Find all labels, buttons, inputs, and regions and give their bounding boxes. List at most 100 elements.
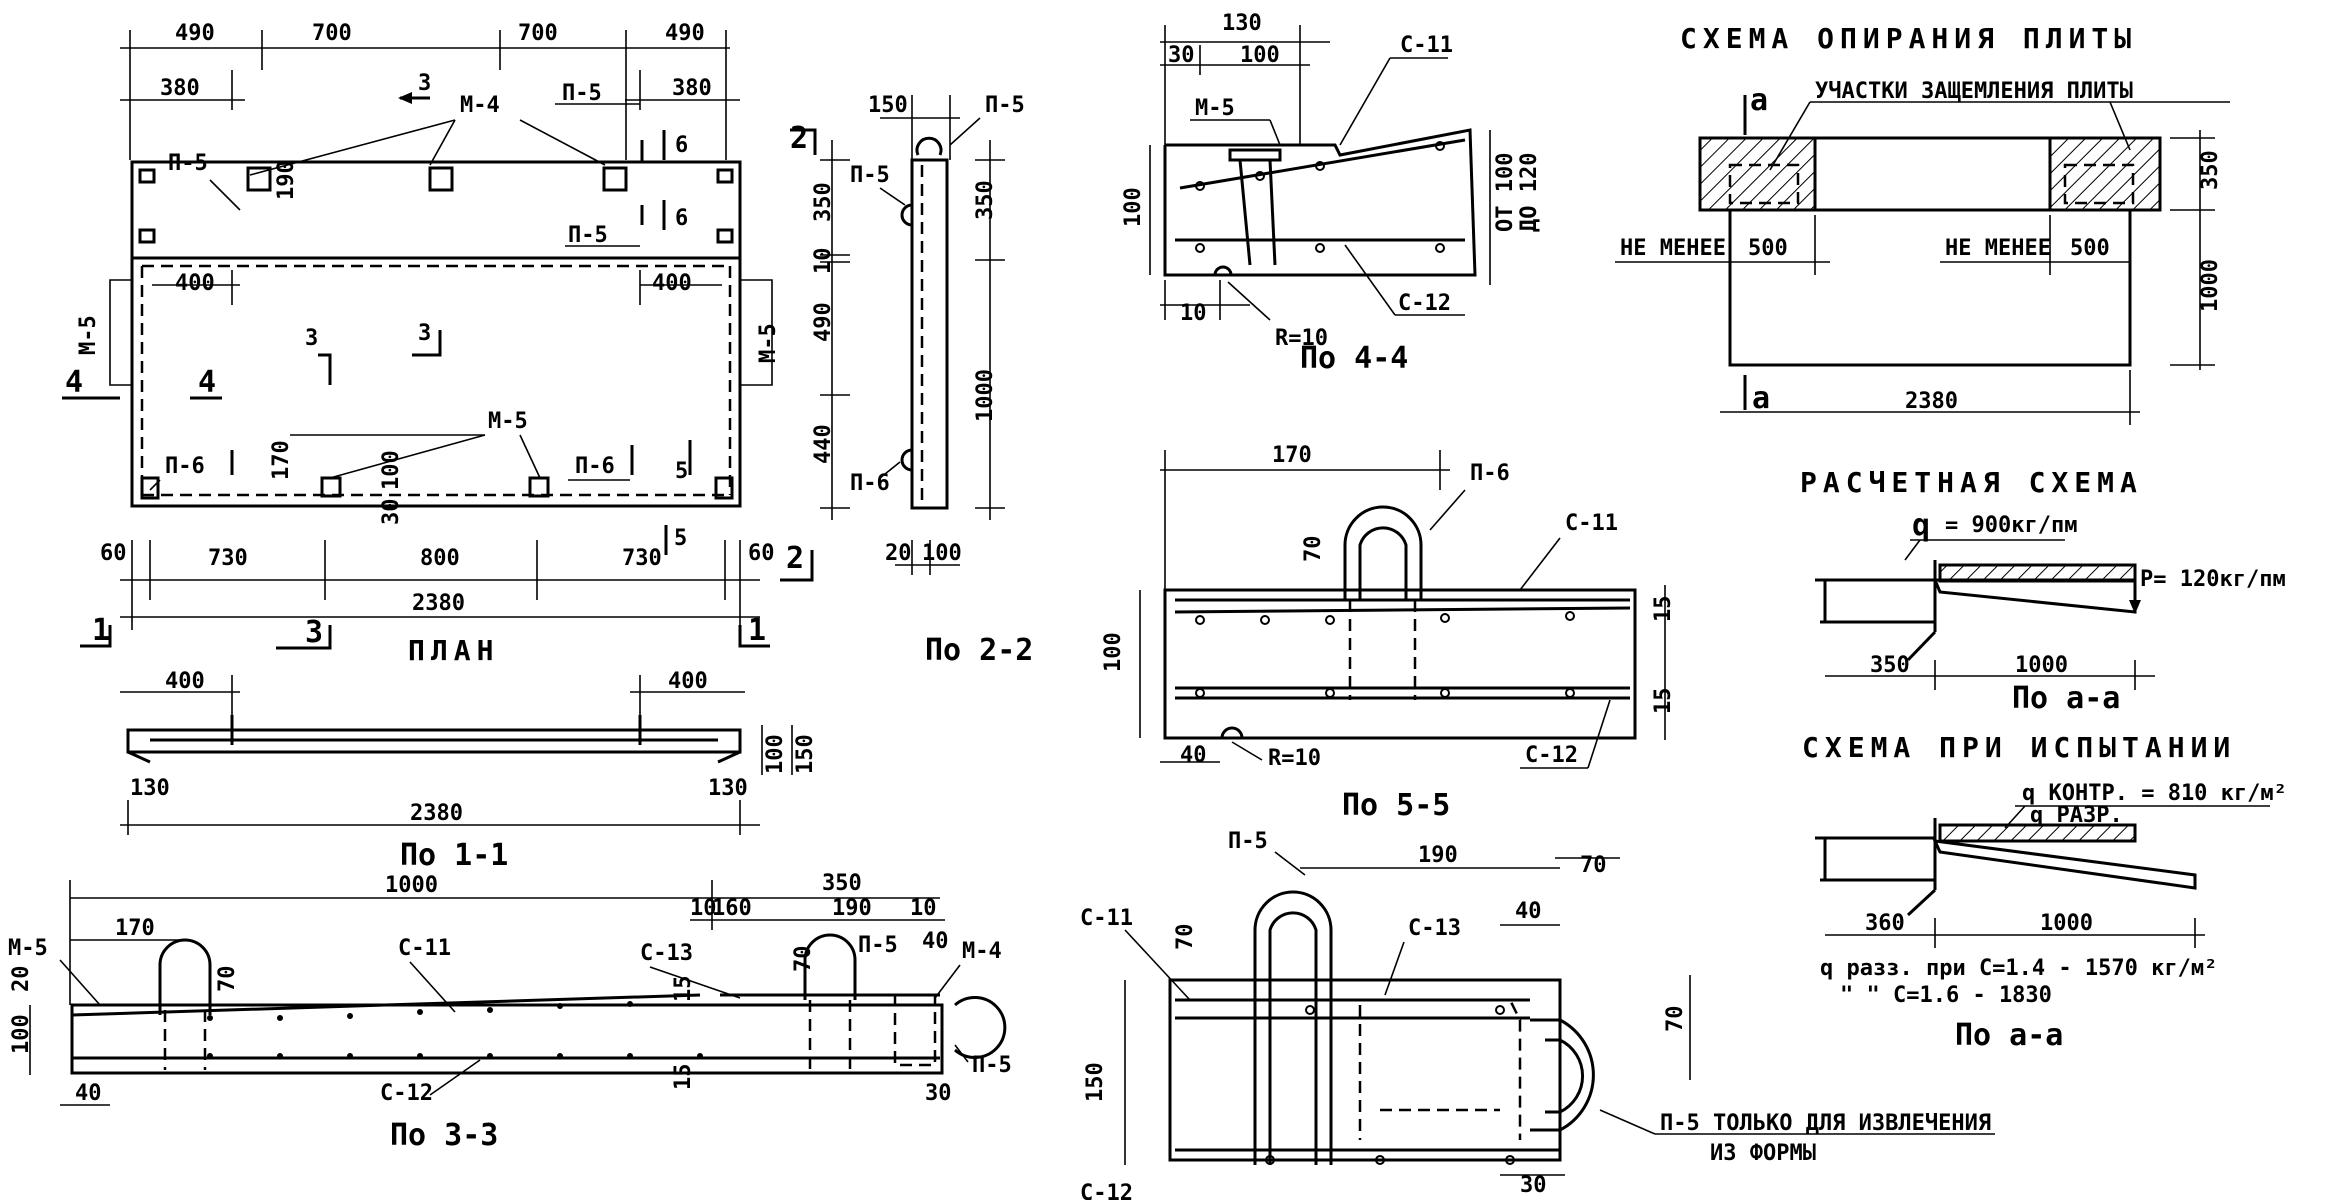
plan-dim-bottom-4: 730	[622, 546, 662, 571]
sec11-dim-130-right: 130	[708, 776, 748, 801]
sec44-m5: М-5	[1195, 96, 1235, 121]
support-dim-350: 350	[2198, 150, 2223, 190]
sec33-dim-170: 170	[115, 916, 155, 941]
plan-sec3-top: 3	[418, 71, 431, 96]
test-dim-1000: 1000	[2040, 911, 2093, 936]
sec33-dim-350: 350	[822, 871, 862, 896]
plan-sec4-a: 4	[65, 365, 83, 400]
plan-dim-top-2: 700	[312, 21, 352, 46]
sec66-note-2: ИЗ ФОРМЫ	[1710, 1141, 1816, 1166]
sec22-title: По 2-2	[925, 633, 1033, 668]
sec11-dim-100: 100	[763, 734, 788, 774]
sec33-title: По 3-3	[390, 1118, 498, 1153]
sec66-dim-40: 40	[1515, 899, 1542, 924]
sec11-title: По 1-1	[400, 838, 508, 873]
sec33-dim-70-a: 70	[215, 966, 240, 993]
support-dim-1000: 1000	[2198, 259, 2223, 312]
sec44-dim-130: 130	[1222, 11, 1262, 36]
sec33-dim-40-b: 40	[75, 1081, 102, 1106]
plan-dim-top-1: 490	[175, 21, 215, 46]
sec44-c11: С-11	[1400, 33, 1453, 58]
sec33-m5: М-5	[8, 936, 48, 961]
plan-dim-bottom-1: 60	[100, 541, 127, 566]
plan-sec3-bottom: 3	[305, 615, 323, 650]
sec22-dim-350-right: 350	[973, 180, 998, 220]
plan-dim-top-4: 490	[665, 21, 705, 46]
sec33-p5-top: П-5	[858, 933, 898, 958]
sec55-dim-170: 170	[1272, 443, 1312, 468]
sec66-dim-30: 30	[1520, 1173, 1547, 1198]
plan-p6-right: П-6	[575, 454, 615, 479]
test-scheme: СХЕМА ПРИ ИСПЫТАНИИ q КОНТР. = 810 кг/м²…	[1802, 731, 2287, 1053]
sec44-title: По 4-4	[1300, 341, 1408, 376]
calc-q-value: = 900кг/пм	[1945, 513, 2077, 538]
sec33-dim-20: 20	[9, 966, 34, 993]
sec55-r10: R=10	[1268, 746, 1321, 771]
plan-m5-bottom: М-5	[488, 409, 528, 434]
calc-dim-350: 350	[1870, 653, 1910, 678]
sec33-dim-15-a: 15	[671, 976, 696, 1003]
sec55-dim-70: 70	[1301, 536, 1326, 563]
sec44-dim-30: 30	[1168, 43, 1195, 68]
sec33-dim-160: 160	[712, 896, 752, 921]
sec66-dim-190: 190	[1418, 843, 1458, 868]
sec44-do120: ДО 120	[1517, 153, 1542, 232]
calc-caption: По а-а	[2012, 681, 2120, 716]
sec55-c12: С-12	[1525, 743, 1578, 768]
sec66-note-1: П-5 ТОЛЬКО ДЛЯ ИЗВЛЕЧЕНИЯ	[1660, 1111, 1991, 1136]
test-note-1: q разз. при С=1.4 - 1570 кг/м²	[1820, 956, 2217, 981]
plan-sec5-b: 5	[674, 526, 687, 551]
calc-scheme: РАСЧЕТНАЯ СХЕМА q = 900кг/пм Р= 120кг/пм…	[1800, 466, 2286, 716]
plan-sec4-b: 4	[198, 365, 216, 400]
plan-m4-label: М-4	[460, 93, 500, 118]
plan-dim-bottom-5: 60	[748, 541, 775, 566]
sec33-dim-40: 40	[922, 929, 949, 954]
plan-dim-bottom-3: 800	[420, 546, 460, 571]
sec33-dim-70-b: 70	[791, 946, 816, 973]
sec55-dim-100: 100	[1101, 632, 1126, 672]
sec33-c13: С-13	[640, 941, 693, 966]
sec55-dim-40: 40	[1180, 743, 1207, 768]
sec33-m4: М-4	[962, 939, 1002, 964]
test-q-contr: q КОНТР. = 810 кг/м²	[2022, 781, 2287, 806]
sec44-dim-10: 10	[1180, 301, 1207, 326]
section-4-4: 130 30 100 С-11 М-5 100 10 R=10 С-12	[1121, 11, 1542, 376]
sec33-dim-190: 190	[832, 896, 872, 921]
sec66-p5: П-5	[1228, 829, 1268, 854]
sec11-dim-400-left: 400	[165, 669, 205, 694]
sec66-dim-150: 150	[1083, 1062, 1108, 1102]
sec11-dim-total: 2380	[410, 801, 463, 826]
plan-sec3-mid-b: 3	[418, 321, 431, 346]
sec33-dim-10-b: 10	[910, 896, 937, 921]
sec66-dim-70-right: 70	[1663, 1006, 1688, 1033]
support-sec-a-top: а	[1750, 83, 1768, 118]
sec44-r10: R=10	[1275, 326, 1328, 351]
section-3-3: 1000 350 10 160 190 10 170 М-5	[8, 871, 1012, 1153]
sec33-dim-10-a: 10	[690, 896, 717, 921]
sec33-dim-15-b: 15	[671, 1064, 696, 1091]
test-caption: По а-а	[1955, 1018, 2063, 1053]
calc-dim-1000: 1000	[2015, 653, 2068, 678]
sec33-dim-1000: 1000	[385, 873, 438, 898]
plan-dim-190: 190	[274, 160, 299, 200]
sec44-dim-100-left: 100	[1121, 187, 1146, 227]
sec22-dim-20: 20	[885, 541, 912, 566]
plan-sec2-b: 2	[786, 541, 804, 576]
plan-sec1-right: 1	[748, 613, 766, 648]
plan-dim-400-right: 400	[652, 271, 692, 296]
plan-dim-170: 170	[269, 440, 294, 480]
support-dim-500-left: 500	[1748, 236, 1788, 261]
plan-m5-right: М-5	[756, 323, 781, 363]
plan-view: 490 700 700 490 380 380 3 М-4 П-5 П-5 П-…	[62, 21, 817, 667]
support-not-less-right: НЕ МЕНЕЕ	[1945, 236, 2051, 261]
plan-sec6-a: 6	[675, 133, 688, 158]
sec22-dim-1000: 1000	[973, 369, 998, 422]
plan-p6-left: П-6	[165, 454, 205, 479]
sec55-c11: С-11	[1565, 511, 1618, 536]
sec11-dim-400-right: 400	[668, 669, 708, 694]
calc-p-value: Р= 120кг/пм	[2140, 567, 2286, 592]
sec66-c11: С-11	[1080, 906, 1133, 931]
sec55-p6: П-6	[1470, 461, 1510, 486]
sec33-dim-30: 30	[925, 1081, 952, 1106]
